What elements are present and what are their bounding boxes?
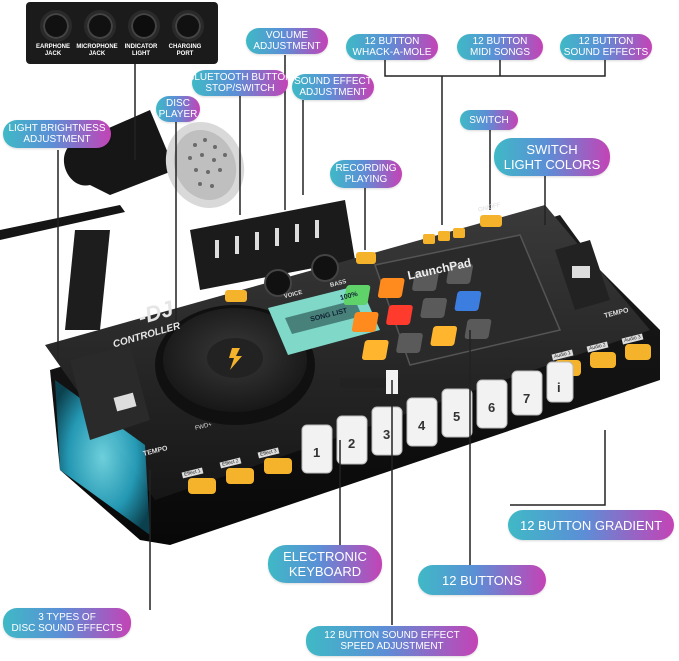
key-6: 6 [488, 400, 496, 415]
earphone-jack-icon [40, 10, 72, 42]
callout-switch: SWITCH [460, 110, 518, 130]
key-2: 2 [348, 436, 356, 451]
key-7: 7 [523, 391, 531, 406]
key-4: 4 [418, 418, 426, 433]
key-3: 3 [383, 427, 391, 442]
charging-port-icon [172, 10, 204, 42]
callout-12-button-gradient: 12 BUTTON GRADIENT [508, 510, 674, 540]
indicator-light-icon [128, 10, 160, 42]
key-1: 1 [313, 445, 321, 460]
microphone-jack-icon [84, 10, 116, 42]
key-5: 5 [453, 409, 461, 424]
callout-12-buttons: 12 BUTTONS [418, 565, 546, 595]
key-8: i [557, 380, 561, 395]
